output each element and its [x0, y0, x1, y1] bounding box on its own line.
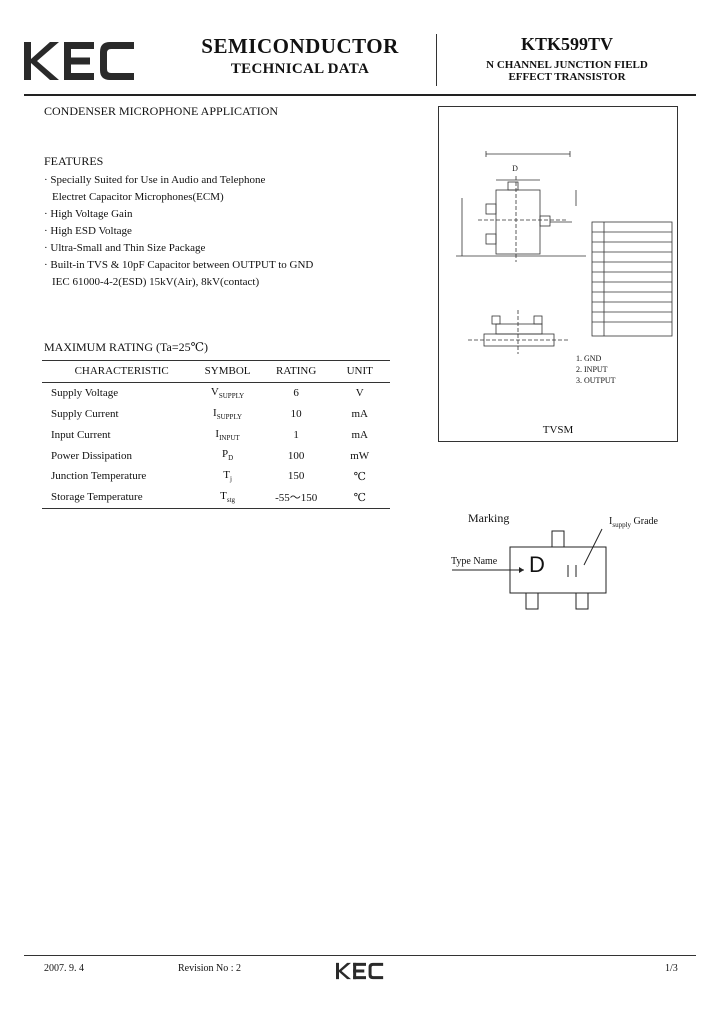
header-divider: [436, 34, 437, 86]
max-rating-title: MAXIMUM RATING (Ta=25℃): [44, 340, 209, 354]
feature-item: · Built-in TVS & 10pF Capacitor between …: [44, 259, 314, 271]
package-drawing: D: [456, 151, 673, 354]
row-symbol: VSUPPLY: [210, 386, 245, 401]
pin-item: 3. OUTPUT: [576, 376, 616, 385]
max-rating-table: CHARACTERISTIC SYMBOL RATING UNIT Supply…: [42, 360, 390, 509]
features-title: FEATURES: [44, 154, 104, 168]
row-rating: 150: [287, 470, 305, 483]
row-unit: V: [355, 387, 364, 400]
row-unit: mA: [351, 407, 368, 420]
type-name-label: Type Name: [451, 556, 498, 567]
feature-item: · Ultra-Small and Thin Size Package: [44, 242, 206, 254]
pin-item: 1. GND: [576, 354, 602, 363]
table-row: Power Dissipation PD 100 mW: [42, 445, 390, 466]
table-row: Storage Temperature Tstg -55～150 ℃: [42, 486, 390, 509]
header-characteristic: CHARACTERISTIC: [42, 360, 193, 383]
header-rule: [24, 94, 696, 96]
pin-list: 1. GND 2. INPUT 3. OUTPUT: [576, 353, 616, 386]
package-name: TVSM: [542, 424, 574, 436]
table-row: Supply Current ISUPPLY 10 mA: [42, 404, 390, 425]
isupply-grade-label: Isupply Grade: [609, 516, 658, 529]
header-center: SEMICONDUCTOR TECHNICAL DATA: [150, 34, 450, 78]
part-number: KTK599TV: [520, 34, 613, 54]
row-rating: -55～150: [262, 486, 330, 509]
footer-date: 2007. 9. 4: [44, 963, 84, 974]
type-letter: D: [529, 552, 545, 577]
row-rating: 1: [293, 428, 299, 441]
row-symbol: Tj: [223, 469, 232, 484]
pin-item: 2. INPUT: [576, 365, 608, 374]
row-symbol: IINPUT: [215, 427, 240, 442]
row-rating: 6: [293, 387, 299, 400]
marking-drawing: [452, 528, 607, 610]
feature-item: · High ESD Voltage: [44, 225, 132, 237]
footer-revision: Revision No : 2: [178, 963, 242, 974]
row-char: Supply Current: [51, 407, 119, 420]
kec-logo: [24, 42, 134, 80]
feature-item: · Specially Suited for Use in Audio and …: [44, 174, 266, 186]
description-line2: EFFECT TRANSISTOR: [508, 71, 626, 83]
row-unit: ℃: [329, 486, 390, 509]
marking-title: Marking: [468, 511, 510, 525]
semiconductor-title: SEMICONDUCTOR: [201, 34, 399, 58]
row-char: Junction Temperature: [51, 470, 147, 483]
application-title: CONDENSER MICROPHONE APPLICATION: [44, 104, 279, 118]
footer-rule: [24, 955, 696, 956]
package-outline-box: [438, 106, 678, 442]
features-list: · Specially Suited for Use in Audio and …: [44, 172, 313, 291]
dimension-d-label: D: [512, 164, 518, 173]
technical-data-title: TECHNICAL DATA: [230, 61, 370, 77]
table-row: Input Current IINPUT 1 mA: [42, 424, 390, 445]
row-char: Storage Temperature: [42, 486, 193, 509]
row-symbol: PD: [221, 448, 234, 463]
row-char: Supply Voltage: [51, 387, 119, 400]
row-rating: 10: [290, 407, 302, 420]
feature-item: Electret Capacitor Microphones(ECM): [52, 191, 224, 203]
table-header-row: CHARACTERISTIC SYMBOL RATING UNIT: [42, 360, 390, 383]
header-unit: UNIT: [329, 360, 390, 383]
feature-item: IEC 61000-4-2(ESD) 15kV(Air), 8kV(contac…: [52, 276, 260, 288]
row-unit: mA: [351, 428, 368, 441]
table-row: Junction Temperature Tj 150 ℃: [42, 466, 390, 487]
header-symbol: SYMBOL: [192, 360, 263, 383]
row-char: Power Dissipation: [51, 449, 132, 462]
footer-kec-logo: [336, 962, 384, 980]
row-symbol: Tstg: [192, 486, 263, 509]
row-unit: ℃: [353, 470, 366, 483]
header-right: KTK599TV N CHANNEL JUNCTION FIELD EFFECT…: [444, 34, 690, 83]
footer-page-number: 1/3: [665, 963, 678, 974]
row-rating: 100: [287, 449, 305, 462]
table-row: Supply Voltage VSUPPLY 6 V: [42, 382, 390, 403]
header-rating: RATING: [262, 360, 330, 383]
feature-item: · High Voltage Gain: [44, 208, 133, 220]
row-symbol: ISUPPLY: [213, 406, 243, 422]
row-char: Input Current: [51, 428, 111, 441]
description-line1: N CHANNEL JUNCTION FIELD: [486, 59, 648, 71]
row-unit: mW: [350, 449, 370, 462]
